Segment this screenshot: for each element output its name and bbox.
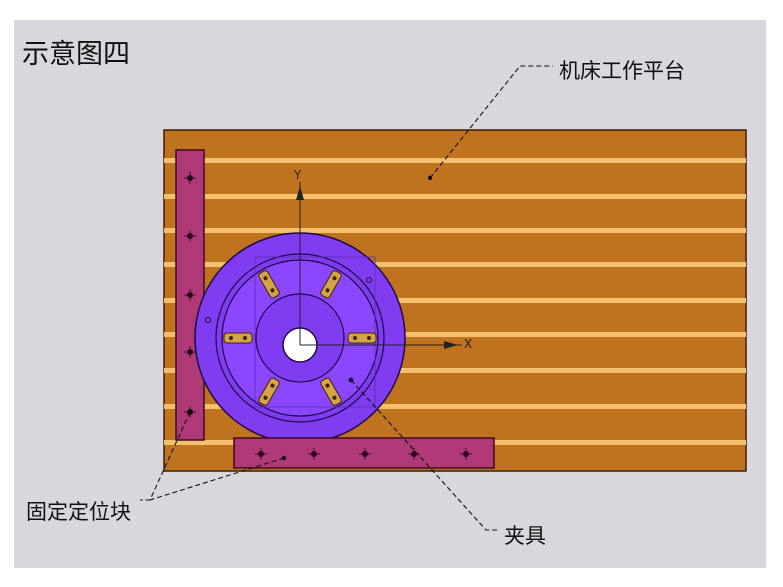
x-axis-label: X — [464, 337, 473, 351]
table-slot — [164, 298, 746, 303]
jaw-pin — [263, 395, 268, 400]
jaw-pin — [332, 395, 337, 400]
jaw-pin — [325, 383, 330, 388]
jaw-pin — [270, 383, 275, 388]
fixture-bolt-hole — [366, 277, 372, 283]
coordinate-axes — [296, 182, 462, 349]
diagram-title: 示意图四 — [22, 39, 130, 70]
jaw-pin — [367, 336, 371, 340]
jaw-pin — [353, 336, 357, 340]
jaw-pin — [229, 336, 233, 340]
fixture-bounding-box — [254, 256, 376, 408]
table-slot — [164, 194, 746, 199]
label-machine-table: 机床工作平台 — [559, 59, 685, 83]
fixture-jaw — [258, 270, 280, 299]
jaw-pin — [332, 276, 337, 281]
leader-point-table — [427, 175, 433, 181]
horizontal-positioning-block — [233, 437, 495, 469]
fixture-jaw — [258, 377, 280, 406]
table-slot — [164, 332, 746, 337]
table-slot — [164, 404, 746, 409]
leader-lines — [140, 65, 553, 531]
jaw-body — [347, 332, 377, 344]
vertical-positioning-block — [175, 149, 205, 441]
jaw-pin — [325, 288, 330, 293]
leader-point-hblock — [281, 455, 287, 461]
fixture-jaw — [347, 332, 377, 344]
y-axis-arrow — [296, 186, 304, 200]
jaw-body — [223, 332, 253, 344]
label-positioning-blocks: 固定定位块 — [26, 500, 131, 524]
x-axis-arrow — [444, 341, 458, 349]
fixture-jaws — [223, 270, 377, 406]
jaw-pin — [243, 336, 247, 340]
label-fixture: 夹具 — [504, 524, 546, 548]
table-slot — [164, 228, 746, 233]
leader-fixture — [350, 379, 500, 531]
table-slot — [164, 368, 746, 373]
fixture-jaw — [320, 270, 342, 299]
horizontal-block-holes — [255, 448, 472, 460]
fixture-bolt-hole — [205, 317, 211, 323]
fixture-jaw — [320, 377, 342, 406]
table-slot — [164, 262, 746, 267]
table-slot — [164, 158, 746, 163]
fixture-jaw — [223, 332, 253, 344]
jaw-pin — [270, 288, 275, 293]
leader-point-vblock — [187, 409, 193, 415]
y-axis-label: Y — [294, 168, 302, 182]
jaw-pin — [263, 276, 268, 281]
